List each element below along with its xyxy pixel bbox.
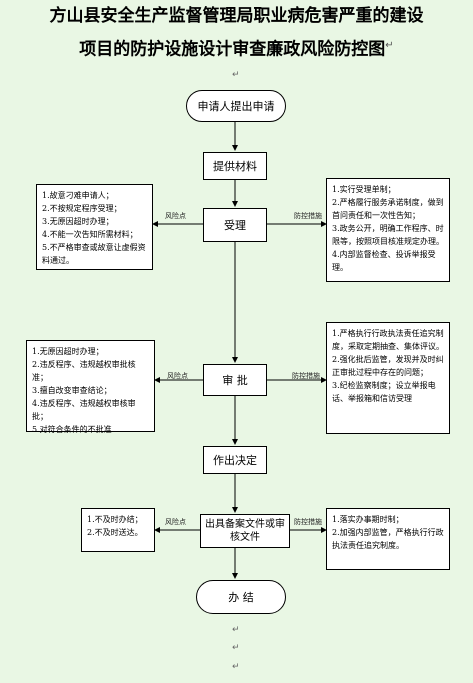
risk-item: 3.无原因超时办理； bbox=[42, 217, 114, 226]
risk-point-label: 风险点 bbox=[167, 372, 188, 380]
node-review: 审 批 bbox=[203, 364, 267, 396]
measure-box-document: 1.落实办事期时制； 2.加强内部监管，严格执行行政执法责任追究制度。 bbox=[326, 508, 450, 570]
node-apply-label: 申请人提出申请 bbox=[197, 100, 275, 113]
measure-item: 3.纪检监察制度；设立举报电话、举报箱和信访受理 bbox=[332, 381, 436, 403]
risk-point-label: 风险点 bbox=[165, 518, 186, 526]
measure-item: 2.强化批后监管，发现并及时纠正审批过程中存在的问题； bbox=[332, 355, 444, 377]
page-title-line-2: 项目的防护设施设计审查廉政风险防控图↵ bbox=[0, 35, 473, 61]
measure-item: 2.严格履行服务承诺制度，做到首问责任和一次性告知； bbox=[332, 198, 444, 220]
risk-item: 2.不及时送达。 bbox=[87, 528, 143, 537]
paragraph-mark: ↵ bbox=[232, 70, 240, 80]
risk-item: 4.不能一次告知所需材料； bbox=[42, 230, 138, 239]
risk-box-accept: 1.故意刁难申请人； 2.不按规定程序受理； 3.无原因超时办理； 4.不能一次… bbox=[36, 184, 153, 270]
node-document: 出具备案文件或审核文件 bbox=[200, 514, 290, 548]
measure-item: 1.落实办事期时制； bbox=[332, 515, 404, 524]
risk-item: 4.违反程序、违规越权审核审批； bbox=[32, 399, 136, 421]
node-decision-label: 作出决定 bbox=[213, 454, 257, 467]
node-accept-label: 受理 bbox=[224, 219, 246, 232]
risk-item: 3.擅自改变审查结论； bbox=[32, 386, 112, 395]
page-title-line-1: 方山县安全生产监督管理局职业病危害严重的建设 bbox=[49, 6, 424, 26]
measure-item: 1.严格执行行政执法责任追究制度，采取定期抽查、集体评议。 bbox=[332, 329, 444, 351]
node-apply: 申请人提出申请 bbox=[186, 90, 286, 122]
node-materials: 提供材料 bbox=[203, 152, 267, 180]
node-accept: 受理 bbox=[203, 208, 267, 242]
measure-box-review: 1.严格执行行政执法责任追究制度，采取定期抽查、集体评议。 2.强化批后监管，发… bbox=[326, 322, 450, 434]
risk-point-label: 风险点 bbox=[165, 212, 186, 220]
risk-item: 2.不按规定程序受理； bbox=[42, 204, 122, 213]
risk-item: 5.对符合条件的不批准 bbox=[32, 425, 112, 434]
node-materials-label: 提供材料 bbox=[213, 160, 257, 173]
prevention-label: 防控措施 bbox=[294, 212, 322, 220]
measure-item: 3.政务公开，明确工作程序、时限等，按照项目核准规定办理。 bbox=[332, 224, 444, 246]
page-title-line-2-text: 项目的防护设施设计审查廉政风险防控图 bbox=[79, 39, 386, 60]
node-decision: 作出决定 bbox=[203, 446, 267, 474]
measure-item: 4.内部监督检查、投诉举报受理。 bbox=[332, 250, 436, 272]
risk-item: 1.无原因超时办理； bbox=[32, 347, 104, 356]
prevention-label: 防控措施 bbox=[294, 518, 322, 526]
measure-item: 2.加强内部监管，严格执行行政执法责任追究制度。 bbox=[332, 528, 444, 550]
paragraph-mark: ↵ bbox=[385, 40, 394, 51]
paragraph-mark: ↵ bbox=[232, 643, 240, 653]
risk-box-review: 1.无原因超时办理； 2.违反程序、违规越权审批核准； 3.擅自改变审查结论； … bbox=[26, 340, 155, 434]
node-document-label: 出具备案文件或审核文件 bbox=[205, 519, 285, 543]
risk-item: 1.故意刁难申请人； bbox=[42, 191, 114, 200]
node-review-label: 审 批 bbox=[222, 374, 248, 387]
risk-item: 2.违反程序、违规越权审批核准； bbox=[32, 360, 136, 382]
paragraph-mark: ↵ bbox=[232, 625, 240, 635]
prevention-label: 防控措施 bbox=[292, 372, 320, 380]
measure-box-accept: 1.实行受理单制； 2.严格履行服务承诺制度，做到首问责任和一次性告知； 3.政… bbox=[326, 178, 450, 282]
node-done: 办 结 bbox=[196, 580, 286, 614]
risk-item: 1.不及时办结； bbox=[87, 515, 143, 524]
risk-item: 5.不严格审查或故意让虚假资料通过。 bbox=[42, 243, 146, 265]
measure-item: 1.实行受理单制； bbox=[332, 185, 396, 194]
node-done-label: 办 结 bbox=[228, 591, 254, 604]
paragraph-mark: ↵ bbox=[232, 662, 240, 672]
risk-box-document: 1.不及时办结； 2.不及时送达。 bbox=[81, 508, 155, 552]
